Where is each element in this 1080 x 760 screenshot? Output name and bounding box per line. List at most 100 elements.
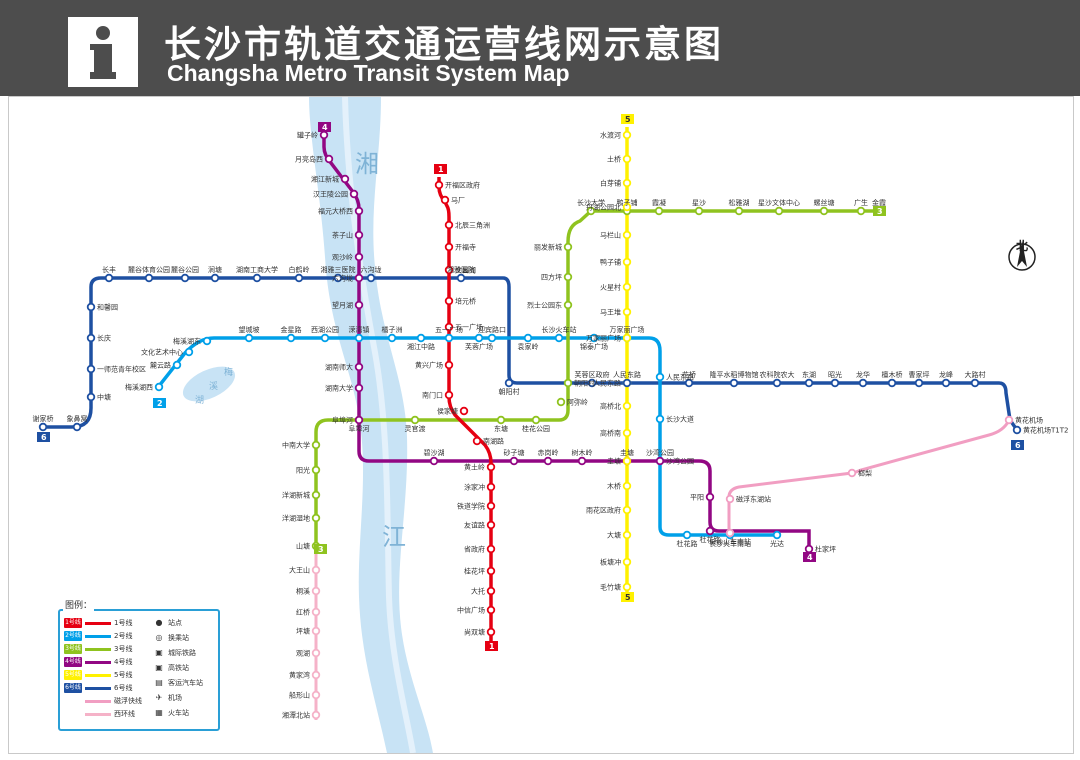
- station-dot-line2-15[interactable]: [589, 333, 599, 343]
- station-dot-line6-13[interactable]: [366, 273, 376, 283]
- station-dot-line6-3[interactable]: [86, 364, 96, 374]
- station-dot-line4-9[interactable]: [354, 362, 364, 372]
- station-dot-line6-9[interactable]: [210, 273, 220, 283]
- station-dot-line5-13[interactable]: [622, 481, 632, 491]
- station-dot-line5-10[interactable]: [622, 401, 632, 411]
- station-dot-line4-6[interactable]: [354, 252, 364, 262]
- station-dot-line3-9[interactable]: [556, 397, 566, 407]
- station-dot-line1-9[interactable]: [459, 406, 469, 416]
- station-dot-line5-0[interactable]: [622, 130, 632, 140]
- station-dot-line4-18[interactable]: [705, 526, 715, 536]
- station-dot-line3-7[interactable]: [496, 415, 506, 425]
- station-dot-line3-17[interactable]: [819, 206, 829, 216]
- station-dot-maglev-0[interactable]: [725, 528, 735, 538]
- station-dot-line6-20[interactable]: [772, 378, 782, 388]
- station-dot-line6-7[interactable]: [144, 273, 154, 283]
- station-dot-line6-19[interactable]: [729, 378, 739, 388]
- station-dot-line1-0[interactable]: [434, 180, 444, 190]
- station-dot-line4-8[interactable]: [354, 300, 364, 310]
- station-dot-line2-8[interactable]: [387, 333, 397, 343]
- station-dot-line3-4[interactable]: [311, 440, 321, 450]
- station-dot-westline-6[interactable]: [311, 690, 321, 700]
- station-dot-westline-4[interactable]: [311, 648, 321, 658]
- station-dot-line2-6[interactable]: [320, 333, 330, 343]
- station-dot-line5-14[interactable]: [622, 505, 632, 515]
- station-dot-line1-1[interactable]: [440, 195, 450, 205]
- station-dot-line1-19[interactable]: [486, 627, 496, 637]
- station-dot-line2-5[interactable]: [286, 333, 296, 343]
- station-dot-line5-12[interactable]: [622, 456, 632, 466]
- station-dot-line2-9[interactable]: [416, 333, 426, 343]
- station-dot-line4-11[interactable]: [354, 415, 364, 425]
- station-dot-line3-8[interactable]: [531, 415, 541, 425]
- station-dot-line5-3[interactable]: [622, 202, 632, 212]
- station-dot-line3-16[interactable]: [774, 206, 784, 216]
- station-dot-line2-4[interactable]: [244, 333, 254, 343]
- station-dot-line6-16[interactable]: [587, 378, 597, 388]
- station-dot-line2-18[interactable]: [655, 414, 665, 424]
- station-dot-line3-18[interactable]: [856, 206, 866, 216]
- station-dot-line3-2[interactable]: [311, 490, 321, 500]
- station-dot-line1-17[interactable]: [486, 586, 496, 596]
- station-dot-maglev-1[interactable]: [847, 468, 857, 478]
- station-dot-line2-2[interactable]: [184, 347, 194, 357]
- station-dot-line4-4[interactable]: [354, 206, 364, 216]
- station-dot-line4-20[interactable]: [804, 544, 814, 554]
- station-dot-line2-1[interactable]: [172, 360, 182, 370]
- station-dot-line6-8[interactable]: [180, 273, 190, 283]
- station-dot-line6-11[interactable]: [294, 273, 304, 283]
- station-dot-line2-11[interactable]: [474, 333, 484, 343]
- station-dot-line5-8[interactable]: [622, 333, 632, 343]
- station-dot-line5-16[interactable]: [622, 557, 632, 567]
- station-dot-line3-6[interactable]: [410, 415, 420, 425]
- station-dot-line3-14[interactable]: [694, 206, 704, 216]
- station-dot-line1-16[interactable]: [486, 566, 496, 576]
- station-dot-line6-6[interactable]: [104, 273, 114, 283]
- station-dot-line3-15[interactable]: [734, 206, 744, 216]
- station-dot-westline-7[interactable]: [311, 710, 321, 720]
- station-dot-line1-12[interactable]: [486, 482, 496, 492]
- station-dot-line6-5[interactable]: [86, 302, 96, 312]
- station-dot-line4-17[interactable]: [655, 456, 665, 466]
- station-dot-line4-12[interactable]: [429, 456, 439, 466]
- station-dot-line1-7[interactable]: [444, 360, 454, 370]
- station-dot-line3-12[interactable]: [563, 272, 573, 282]
- station-dot-line3-19[interactable]: [586, 206, 596, 216]
- station-dot-westline-5[interactable]: [311, 670, 321, 680]
- station-dot-line6-21[interactable]: [804, 378, 814, 388]
- station-dot-line4-3[interactable]: [349, 189, 359, 199]
- station-dot-line4-5[interactable]: [354, 230, 364, 240]
- station-dot-line6-1[interactable]: [72, 422, 82, 432]
- station-dot-line5-17[interactable]: [622, 582, 632, 592]
- station-dot-line6-28[interactable]: [1012, 425, 1022, 435]
- station-dot-line5-15[interactable]: [622, 530, 632, 540]
- station-dot-westline-3[interactable]: [311, 626, 321, 636]
- station-dot-line2-22[interactable]: [772, 530, 782, 540]
- station-dot-line1-6[interactable]: [444, 322, 454, 332]
- station-dot-line1-14[interactable]: [486, 520, 496, 530]
- station-dot-line4-19[interactable]: [705, 492, 715, 502]
- station-dot-line5-7[interactable]: [622, 307, 632, 317]
- station-dot-line4-2[interactable]: [340, 174, 350, 184]
- station-dot-line5-5[interactable]: [622, 257, 632, 267]
- station-dot-line6-26[interactable]: [941, 378, 951, 388]
- station-dot-line4-14[interactable]: [543, 456, 553, 466]
- station-dot-line3-3[interactable]: [311, 465, 321, 475]
- station-dot-line6-2[interactable]: [86, 392, 96, 402]
- station-dot-line3-13[interactable]: [563, 242, 573, 252]
- station-dot-line4-13[interactable]: [509, 456, 519, 466]
- station-dot-line2-12[interactable]: [487, 333, 497, 343]
- station-dot-line6-18[interactable]: [684, 378, 694, 388]
- station-dot-line1-11[interactable]: [486, 462, 496, 472]
- station-dot-line2-0[interactable]: [154, 382, 164, 392]
- station-dot-westline-1[interactable]: [311, 586, 321, 596]
- station-dot-line6-22[interactable]: [830, 378, 840, 388]
- station-dot-line6-23[interactable]: [858, 378, 868, 388]
- station-dot-line1-18[interactable]: [486, 605, 496, 615]
- station-dot-line2-13[interactable]: [523, 333, 533, 343]
- station-dot-line3-1[interactable]: [311, 513, 321, 523]
- station-dot-line6-24[interactable]: [887, 378, 897, 388]
- station-dot-line2-10[interactable]: [444, 333, 454, 343]
- station-dot-line4-15[interactable]: [577, 456, 587, 466]
- station-dot-line4-1[interactable]: [324, 154, 334, 164]
